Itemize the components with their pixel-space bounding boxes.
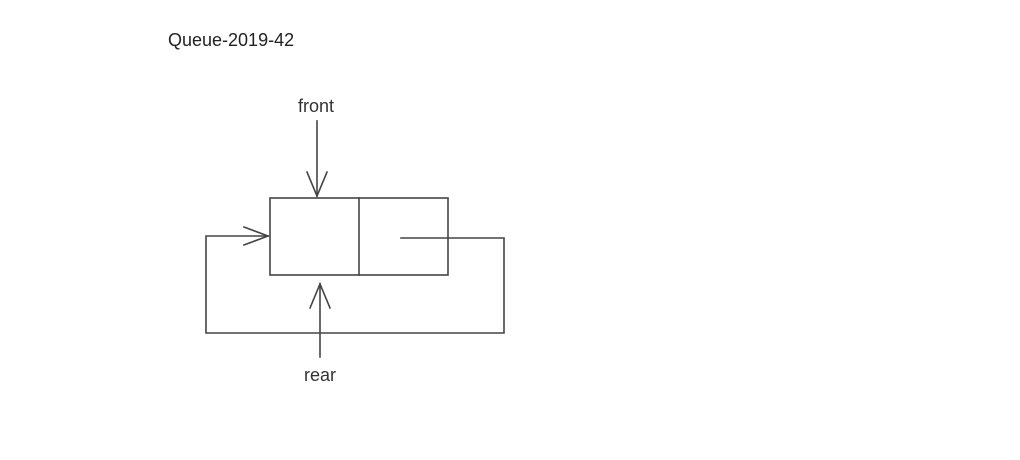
queue-node [269,197,449,276]
front-label: front [298,96,334,116]
next-pointer-loop [205,225,505,334]
front-pointer-arrow [305,120,329,199]
rear-label: rear [304,365,336,385]
diagram-title: Queue-2019-42 [168,30,294,50]
rear-pointer-arrow [308,281,332,358]
